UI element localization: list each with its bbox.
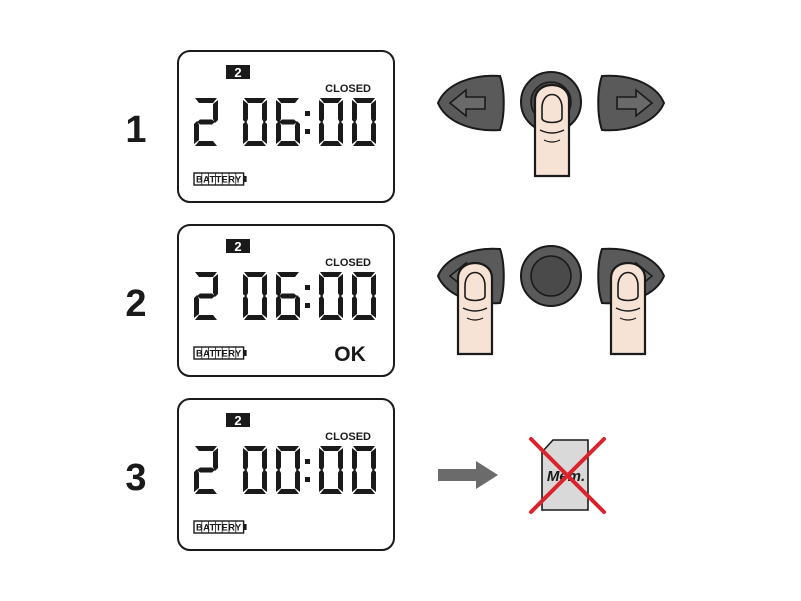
lcd-frame: [177, 398, 395, 551]
step-3-illustration: Mem.: [438, 437, 606, 514]
finger-pressing-center: [533, 83, 571, 178]
finger-pressing-left: [456, 261, 494, 356]
step-number-3: 3: [125, 457, 146, 499]
finger-pressing-right: [609, 261, 647, 356]
step-number-2: 2: [125, 283, 146, 325]
status-label: CLOSED: [325, 83, 371, 95]
center-button: [520, 245, 582, 307]
battery-icon: BATTERY: [193, 172, 247, 186]
battery-icon: BATTERY: [193, 346, 247, 360]
program-badge-number: 2: [234, 413, 241, 428]
left-arrow-icon: [448, 88, 486, 118]
battery-label: BATTERY: [196, 175, 242, 185]
left-arrow-button: [436, 74, 505, 132]
lcd-frame: [177, 50, 395, 203]
program-badge: 2: [226, 65, 250, 80]
battery-icon: BATTERY: [193, 520, 247, 534]
right-arrow-icon: [616, 88, 654, 118]
status-label: CLOSED: [325, 257, 371, 269]
battery-label: BATTERY: [196, 523, 242, 533]
cross-mark-icon: [529, 437, 606, 514]
program-badge-number: 2: [234, 239, 241, 254]
status-label: CLOSED: [325, 431, 371, 443]
step-number-1: 1: [125, 109, 146, 151]
lcd-frame: [177, 224, 395, 377]
time-colon: [305, 111, 310, 134]
program-badge: 2: [226, 413, 250, 428]
right-arrow-icon: [438, 461, 498, 489]
battery-label: BATTERY: [196, 349, 242, 359]
time-colon: [305, 285, 310, 308]
step-1-buttons: [436, 71, 666, 178]
program-badge-number: 2: [234, 65, 241, 80]
step-2-buttons: [436, 245, 666, 356]
time-colon: [305, 459, 310, 482]
confirm-label: OK: [334, 343, 366, 366]
right-arrow-button: [597, 74, 666, 132]
program-badge: 2: [226, 239, 250, 254]
